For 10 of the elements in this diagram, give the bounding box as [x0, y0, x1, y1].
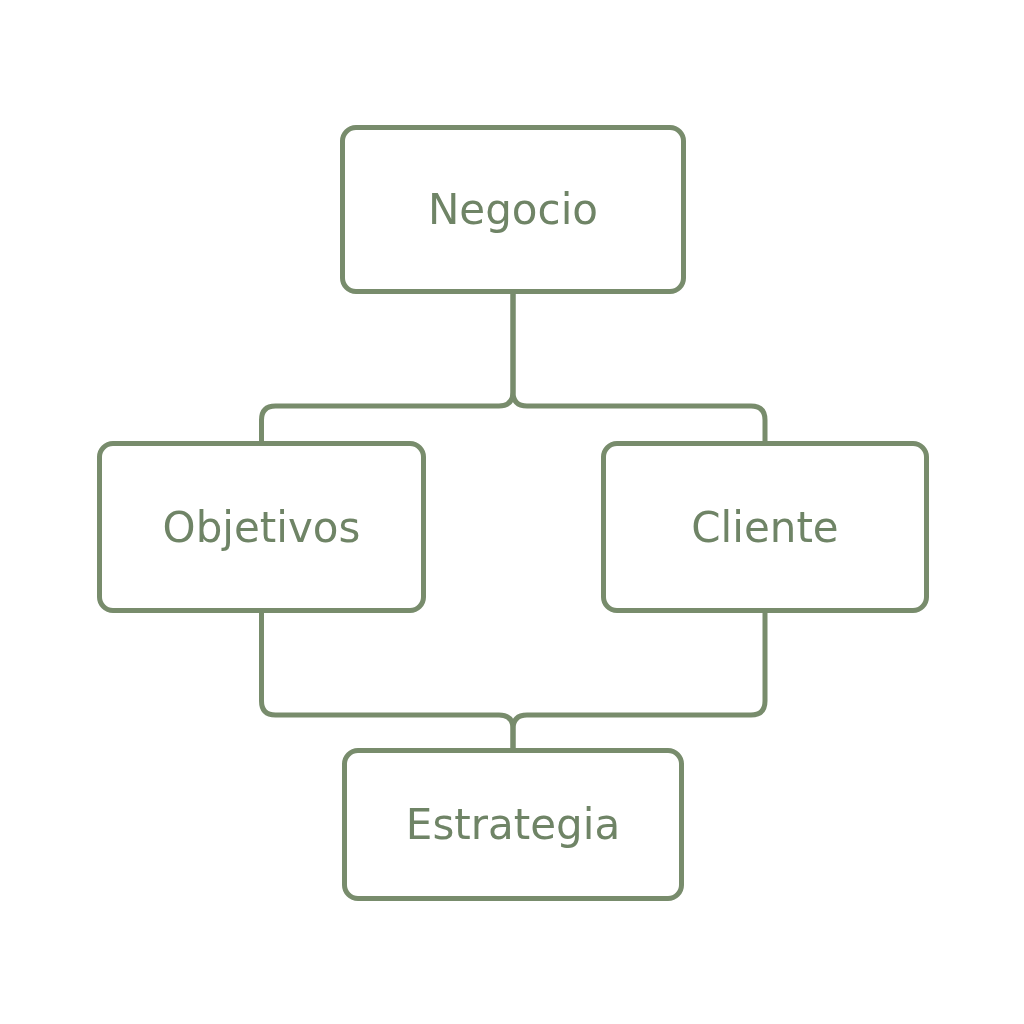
process-box [340, 125, 686, 294]
node-label: Cliente [691, 502, 839, 552]
node-label: Objetivos [162, 502, 361, 552]
process-box [97, 441, 426, 613]
node-label: Estrategia [405, 800, 621, 849]
process-box [601, 441, 929, 613]
connector-line [510, 294, 768, 441]
process-box [342, 748, 684, 901]
node-label: Negocio [427, 185, 599, 234]
connector-line [510, 613, 768, 748]
